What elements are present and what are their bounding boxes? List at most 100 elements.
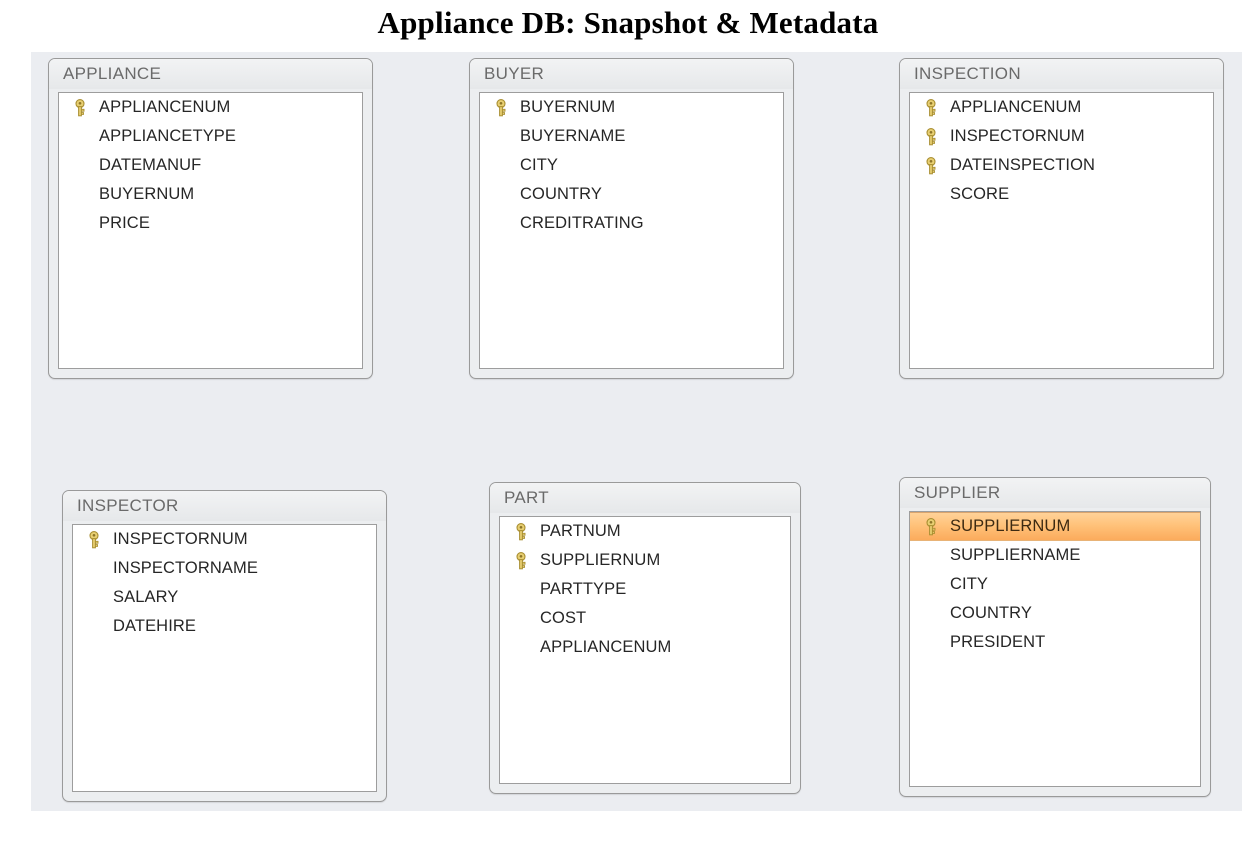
table-title-buyer: BUYER — [470, 59, 793, 89]
field-row[interactable]: CREDITRATING — [480, 209, 783, 238]
field-row[interactable]: BUYERNAME — [480, 122, 783, 151]
key-placeholder — [490, 184, 512, 206]
key-icon — [510, 521, 532, 543]
field-list-buyer: BUYERNUM BUYERNAME CITY COUNTRY CREDITRATING — [479, 92, 784, 369]
field-list-supplier: SUPPLIERNUM SUPPLIERNAME CITY COUNTRY PRESID… — [909, 511, 1201, 787]
field-row[interactable]: APPLIANCENUM — [910, 93, 1213, 122]
field-name: DATEMANUF — [99, 156, 202, 174]
field-row[interactable]: APPLIANCETYPE — [59, 122, 362, 151]
field-row[interactable]: INSPECTORNUM — [910, 122, 1213, 151]
field-row[interactable]: PARTNUM — [500, 517, 790, 546]
field-name: PRICE — [99, 214, 150, 232]
key-icon — [920, 126, 942, 148]
field-row[interactable]: SUPPLIERNUM — [910, 512, 1200, 541]
table-title-part: PART — [490, 483, 800, 513]
field-row[interactable]: BUYERNUM — [480, 93, 783, 122]
field-name: PARTNUM — [540, 522, 621, 540]
key-placeholder — [69, 126, 91, 148]
field-list-inspector: INSPECTORNUM INSPECTORNAME SALARY DATEHIRE — [72, 524, 377, 792]
field-name: SUPPLIERNUM — [950, 517, 1071, 535]
field-row[interactable]: COST — [500, 604, 790, 633]
key-placeholder — [510, 608, 532, 630]
key-icon — [510, 550, 532, 572]
field-row[interactable]: CITY — [910, 570, 1200, 599]
key-placeholder — [510, 579, 532, 601]
field-name: PARTTYPE — [540, 580, 627, 598]
key-placeholder — [69, 184, 91, 206]
key-placeholder — [920, 603, 942, 625]
field-row[interactable]: PRESIDENT — [910, 628, 1200, 657]
field-name: BUYERNUM — [99, 185, 195, 203]
field-row[interactable]: SCORE — [910, 180, 1213, 209]
field-list-inspection: APPLIANCENUM INSPECTORNUM DATEINSPECTION SC… — [909, 92, 1214, 369]
key-placeholder — [920, 574, 942, 596]
field-list-appliance: APPLIANCENUM APPLIANCETYPE DATEMANUF BUYERN… — [58, 92, 363, 369]
field-name: CITY — [950, 575, 988, 593]
key-icon — [920, 155, 942, 177]
key-icon — [69, 97, 91, 119]
key-icon — [490, 97, 512, 119]
field-row[interactable]: DATEINSPECTION — [910, 151, 1213, 180]
field-row[interactable]: PARTTYPE — [500, 575, 790, 604]
table-card-appliance[interactable]: APPLIANCE APPLIANCENUM APPLIANCETYPE DATEMA… — [48, 58, 373, 379]
field-row[interactable]: DATEMANUF — [59, 151, 362, 180]
field-name: APPLIANCENUM — [540, 638, 672, 656]
field-row[interactable]: COUNTRY — [910, 599, 1200, 628]
field-row[interactable]: PRICE — [59, 209, 362, 238]
field-list-part: PARTNUM SUPPLIERNUM PARTTYPE COST APPLIANCEN… — [499, 516, 791, 784]
field-row[interactable]: SUPPLIERNUM — [500, 546, 790, 575]
key-placeholder — [920, 545, 942, 567]
field-row[interactable]: SUPPLIERNAME — [910, 541, 1200, 570]
diagram-canvas: APPLIANCE APPLIANCENUM APPLIANCETYPE DATEMA… — [31, 52, 1242, 811]
field-row[interactable]: APPLIANCENUM — [59, 93, 362, 122]
key-placeholder — [83, 587, 105, 609]
key-placeholder — [920, 184, 942, 206]
field-row[interactable]: CITY — [480, 151, 783, 180]
key-placeholder — [83, 558, 105, 580]
field-name: SUPPLIERNUM — [540, 551, 661, 569]
key-placeholder — [490, 155, 512, 177]
field-name: APPLIANCENUM — [950, 98, 1082, 116]
key-placeholder — [490, 126, 512, 148]
table-title-inspection: INSPECTION — [900, 59, 1223, 89]
key-placeholder — [510, 637, 532, 659]
field-row[interactable]: DATEHIRE — [73, 612, 376, 641]
field-name: APPLIANCETYPE — [99, 127, 237, 145]
field-row[interactable]: INSPECTORNUM — [73, 525, 376, 554]
field-name: CREDITRATING — [520, 214, 644, 232]
key-placeholder — [490, 213, 512, 235]
field-row[interactable]: COUNTRY — [480, 180, 783, 209]
key-icon — [920, 516, 942, 538]
field-name: SALARY — [113, 588, 179, 606]
field-name: BUYERNUM — [520, 98, 616, 116]
key-placeholder — [83, 616, 105, 638]
field-name: PRESIDENT — [950, 633, 1046, 651]
key-placeholder — [69, 155, 91, 177]
field-row[interactable]: BUYERNUM — [59, 180, 362, 209]
field-name: COUNTRY — [520, 185, 602, 203]
key-placeholder — [69, 213, 91, 235]
field-name: SUPPLIERNAME — [950, 546, 1081, 564]
field-name: COUNTRY — [950, 604, 1032, 622]
table-card-buyer[interactable]: BUYER BUYERNUM BUYERNAME CITY COUNTRY CREDITR… — [469, 58, 794, 379]
field-name: DATEHIRE — [113, 617, 197, 635]
key-icon — [920, 97, 942, 119]
field-name: DATEINSPECTION — [950, 156, 1096, 174]
field-name: CITY — [520, 156, 558, 174]
field-name: INSPECTORNUM — [950, 127, 1085, 145]
table-card-inspector[interactable]: INSPECTOR INSPECTORNUM INSPECTORNAME SALARY… — [62, 490, 387, 802]
page-title: Appliance DB: Snapshot & Metadata — [377, 5, 879, 40]
field-name: SCORE — [950, 185, 1010, 203]
field-row[interactable]: INSPECTORNAME — [73, 554, 376, 583]
key-placeholder — [920, 632, 942, 654]
table-title-appliance: APPLIANCE — [49, 59, 372, 89]
key-icon — [83, 529, 105, 551]
field-row[interactable]: SALARY — [73, 583, 376, 612]
table-card-part[interactable]: PART PARTNUM SUPPLIERNUM PARTTYPE COST APPLIA… — [489, 482, 801, 794]
field-name: APPLIANCENUM — [99, 98, 231, 116]
table-title-inspector: INSPECTOR — [63, 491, 386, 521]
table-card-inspection[interactable]: INSPECTION APPLIANCENUM INSPECTORNUM DATEIN… — [899, 58, 1224, 379]
field-name: INSPECTORNUM — [113, 530, 248, 548]
field-row[interactable]: APPLIANCENUM — [500, 633, 790, 662]
